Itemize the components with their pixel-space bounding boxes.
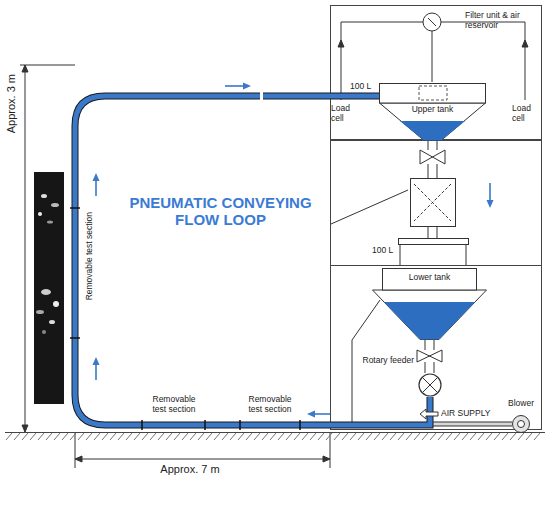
blower: Blower [512,415,530,433]
flow-photo [34,172,64,404]
pneumatic-pipe [75,96,430,425]
load-cell-label: Load cell [331,104,357,124]
flow-direction-arrows [93,83,494,418]
dimension-lines [20,65,330,468]
blower-outline [512,415,530,433]
test-section-label: Removable test section [85,212,95,300]
ground-hatching [5,433,545,441]
rotary-feeder: Rotary feeder [418,373,442,397]
air-supply-label: AIR SUPPLY [441,409,511,419]
node-label: Upper tank [379,105,486,115]
volume-label: 100 L [372,246,400,256]
air-inlet-arrow [420,409,438,419]
volume-label: 100 L [350,82,378,92]
test-section-label: Removable test section [146,395,202,415]
load-cell-label: Load cell [512,104,540,124]
equipment-compartment: Filter unit & air reservoirUpper tank [330,5,542,140]
loop-title: PNEUMATIC CONVEYING FLOW LOOP [118,194,323,229]
pipe-gap [260,88,263,102]
test-section-joints [70,208,300,430]
length-dimension: Approx. 7 m [145,463,235,476]
rotary-feeder-outline [418,373,442,397]
height-dimension: Approx. 3 m [5,74,18,133]
node-label: Filter unit & air reservoir [465,11,537,31]
transfer-valve-stack [331,140,469,265]
upper-tank: Upper tank [379,83,486,141]
test-section-label: Removable test section [242,395,298,415]
lower-tank: Lower tank [372,268,487,340]
air-supply-line [430,397,512,424]
node-label: Rotary feeder [356,356,414,366]
node-label: Lower tank [382,273,477,283]
node-label: Blower [494,399,548,409]
middle-compartment [331,141,542,266]
